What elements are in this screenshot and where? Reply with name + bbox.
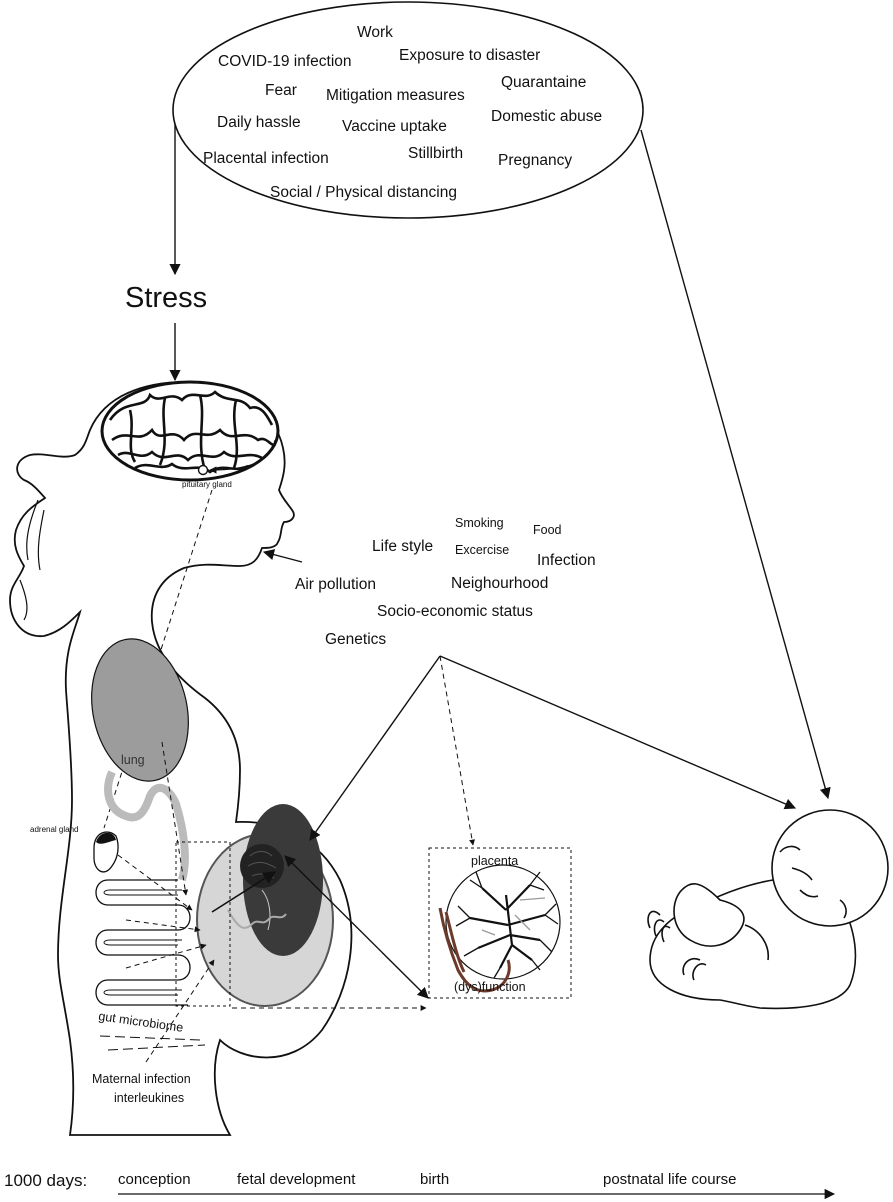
stressor-fear: Fear [265, 82, 297, 99]
pituitary-icon [199, 466, 208, 475]
pituitary-label: pituitary gland [182, 480, 232, 489]
env-food: Food [533, 523, 562, 537]
arrow-env-to-infant [440, 656, 795, 808]
adrenal-gland-label: adrenal gland [30, 825, 78, 834]
stressor-social-distancing: Social / Physical distancing [270, 184, 457, 201]
stressor-stillbirth: Stillbirth [408, 145, 463, 162]
stressor-pregnancy: Pregnancy [498, 152, 572, 169]
arrow-ellipse-to-infant [641, 130, 828, 798]
stress-label: Stress [125, 282, 207, 314]
arrow-env-to-fetus [310, 656, 440, 840]
stressor-daily-hassle: Daily hassle [217, 114, 301, 131]
stressor-domestic-abuse: Domestic abuse [491, 108, 602, 125]
stressor-work: Work [357, 24, 393, 41]
placenta-function-label: (dys)function [454, 980, 526, 994]
maternal-infection-label: Maternal infection [92, 1072, 191, 1086]
arrow-env-to-mother [264, 552, 302, 562]
env-air-pollution: Air pollution [295, 576, 376, 593]
timeline-lead: 1000 days: [4, 1171, 87, 1190]
timeline-fetal-development: fetal development [237, 1171, 356, 1188]
env-neighbourhood: Neighourhood [451, 575, 548, 592]
timeline-birth: birth [420, 1171, 449, 1188]
lung-label: lung [121, 753, 145, 767]
timeline-conception: conception [118, 1171, 191, 1188]
interleukines-label: interleukines [114, 1091, 184, 1105]
stressor-placental-infection: Placental infection [203, 150, 329, 167]
env-life-style: Life style [372, 538, 433, 555]
env-socio-economic: Socio-economic status [377, 603, 533, 620]
stressor-covid-infection: COVID-19 infection [218, 53, 352, 70]
infant-icon [648, 810, 888, 1008]
stressor-exposure-to-disaster: Exposure to disaster [399, 47, 540, 64]
stressor-mitigation-measures: Mitigation measures [326, 87, 465, 104]
stressor-vaccine-uptake: Vaccine uptake [342, 118, 447, 135]
env-smoking: Smoking [455, 516, 504, 530]
env-infection: Infection [537, 552, 596, 569]
env-excercise: Excercise [455, 543, 509, 557]
env-genetics: Genetics [325, 631, 386, 648]
dashed-env-to-placenta [440, 656, 473, 845]
timeline-postnatal-life-course: postnatal life course [603, 1171, 736, 1188]
stressor-quarantaine: Quarantaine [501, 74, 586, 91]
